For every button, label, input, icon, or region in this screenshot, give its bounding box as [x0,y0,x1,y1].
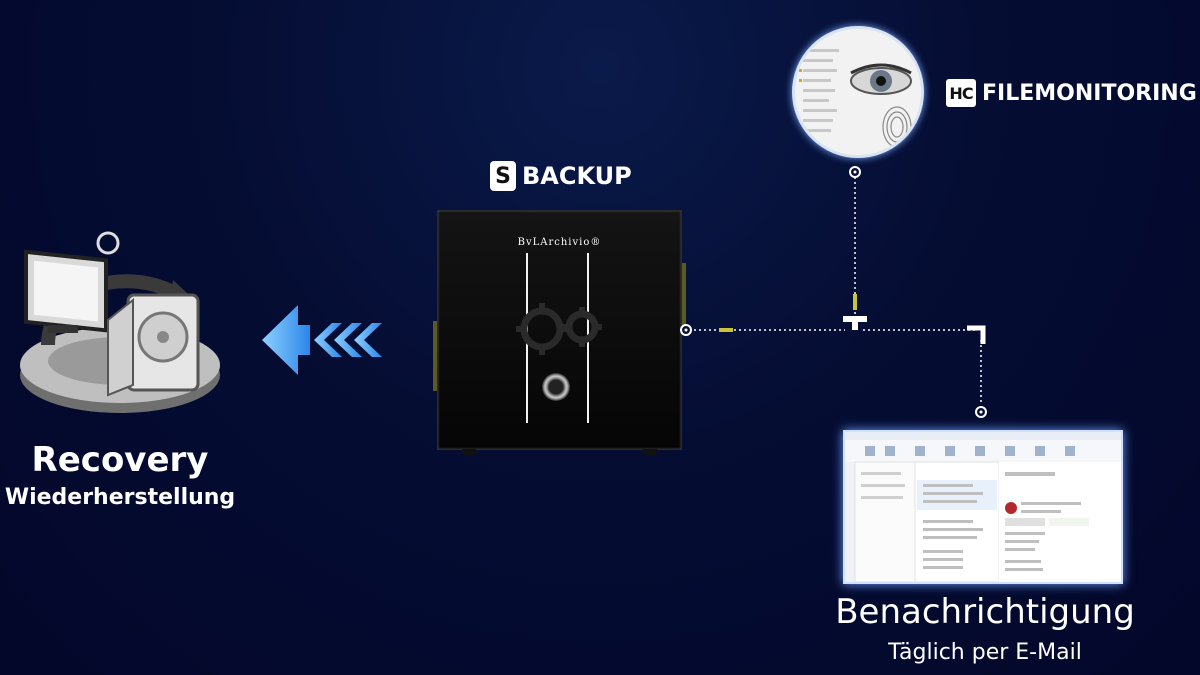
safe-hinge-left [433,321,437,391]
safe-hinge-right [682,263,686,333]
notification-subtitle: Täglich per E-Mail [888,640,1082,665]
arrow-left-icon [262,305,382,375]
recovery-title: Recovery [31,440,209,480]
safe-foot [462,449,476,455]
safe-knob [542,373,570,401]
backup-label-text: BACKUP [522,162,632,190]
recovery-illustration-icon [20,231,220,413]
safe-brand-label: BvLArchivio® [517,237,602,248]
backup-label: S BACKUP [490,160,632,192]
connector-lines [680,166,987,418]
email-client-icon [843,430,1123,584]
safe-foot [643,449,657,455]
backup-safe: BvLArchivio® [433,210,686,455]
filemonitoring-badge-icon: HC [946,79,976,107]
filemonitoring-label-text: FILEMONITORING [982,80,1197,106]
notification-title: Benachrichtigung [835,592,1135,632]
backup-badge-icon: S [490,161,516,191]
eye-fingerprint-icon [792,26,924,158]
recovery-subtitle: Wiederherstellung [4,485,236,510]
filemonitoring-label: HC FILEMONITORING [946,78,1197,108]
gear-icon [516,303,602,355]
